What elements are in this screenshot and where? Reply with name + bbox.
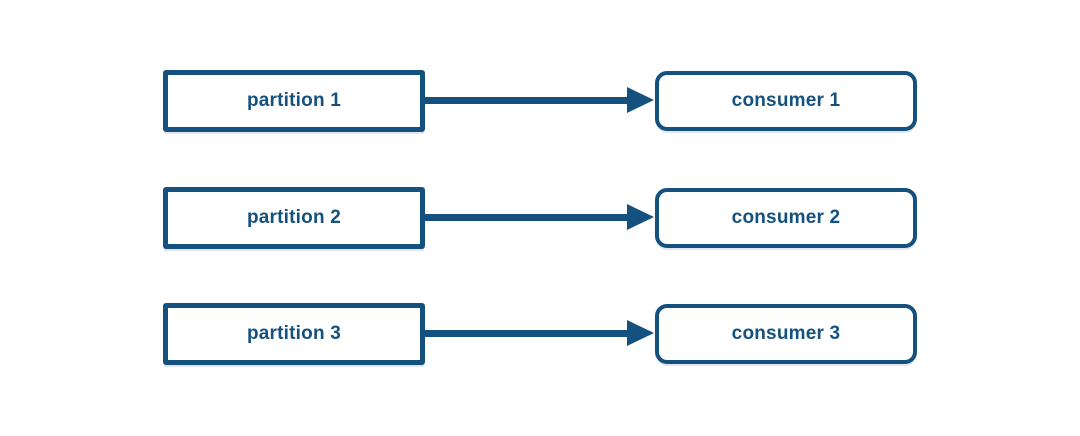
partition-box: partition 3 (163, 303, 425, 365)
consumer-label: consumer 3 (731, 323, 841, 344)
arrow-line (425, 214, 630, 221)
consumer-label: consumer 2 (731, 207, 841, 228)
consumer-box: consumer 3 (655, 304, 917, 364)
arrow-line (425, 330, 630, 337)
arrow-line (425, 97, 630, 104)
consumer-box: consumer 1 (655, 71, 917, 131)
partition-label: partition 1 (246, 90, 342, 111)
diagram-row: partition 1 consumer 1 (0, 70, 1080, 132)
partition-box: partition 1 (163, 70, 425, 132)
arrow-head-icon (627, 204, 654, 230)
arrow-head-icon (627, 87, 654, 113)
partition-label: partition 2 (246, 207, 342, 228)
partition-label: partition 3 (246, 323, 342, 344)
consumer-label: consumer 1 (731, 90, 841, 111)
diagram-row: partition 2 consumer 2 (0, 187, 1080, 249)
arrow-head-icon (627, 320, 654, 346)
diagram-row: partition 3 consumer 3 (0, 303, 1080, 365)
partition-box: partition 2 (163, 187, 425, 249)
consumer-box: consumer 2 (655, 188, 917, 248)
